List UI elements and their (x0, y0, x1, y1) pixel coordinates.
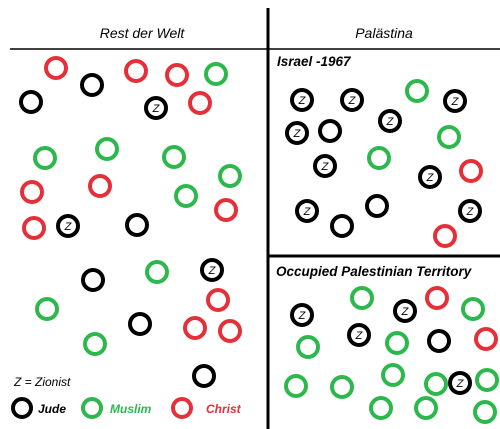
israel-zionist-marker: Z (451, 96, 460, 108)
israel-zionist-circle (340, 88, 364, 112)
rest-muslim-circle (35, 297, 59, 321)
opt-muslim-circle (369, 396, 393, 420)
israel-christ-circle (459, 159, 483, 183)
opt-muslim-circle (475, 368, 499, 392)
rest-muslim-circle (218, 164, 242, 188)
israel-zionist-marker: Z (293, 128, 302, 140)
rest-muslim-circle (33, 146, 57, 170)
rest-christ-circle (44, 56, 68, 80)
opt-jude-circle (427, 329, 451, 353)
opt-zionist-marker: Z (355, 330, 364, 342)
israel-zionist-circle (285, 121, 309, 145)
opt-zionist-circle (290, 303, 314, 327)
opt-muslim-circle (414, 396, 438, 420)
rest-christ-circle (124, 59, 148, 83)
header-israel: Israel -1967 (277, 54, 352, 69)
population-circles: Z Z Z Z Z Z Z Z Z Z Z Z Z Z Z Z (19, 56, 499, 424)
rest-jude-circle (192, 364, 216, 388)
rest-muslim-circle (204, 62, 228, 86)
rest-christ-circle (206, 288, 230, 312)
opt-muslim-circle (461, 297, 485, 321)
rest-christ-circle (22, 216, 46, 240)
israel-zionist-marker: Z (348, 95, 357, 107)
header-rest-der-welt: Rest der Welt (100, 25, 186, 41)
rest-jude-circle (128, 312, 152, 336)
israel-jude-circle (365, 194, 389, 218)
rest-muslim-circle (145, 260, 169, 284)
legend-christ-circle (171, 397, 193, 419)
israel-christ-circle (433, 224, 457, 248)
israel-jude-circle (318, 119, 342, 143)
rest-muslim-circle (95, 137, 119, 161)
israel-zionist-marker: Z (321, 161, 330, 173)
opt-muslim-circle (284, 374, 308, 398)
israel-muslim-circle (405, 79, 429, 103)
legend: Z = Zionist Jude Muslim Christ (11, 375, 242, 419)
israel-zionist-circle (378, 109, 402, 133)
israel-zionist-circle (295, 199, 319, 223)
israel-zionist-circle (290, 88, 314, 112)
rest-zionist-circle (144, 96, 168, 120)
israel-zionist-marker: Z (466, 206, 475, 218)
opt-muslim-circle (424, 372, 448, 396)
opt-muslim-circle (296, 335, 320, 359)
opt-muslim-circle (385, 331, 409, 355)
israel-jude-circle (330, 214, 354, 238)
opt-zionist-marker: Z (401, 306, 410, 318)
israel-zionist-marker: Z (303, 206, 312, 218)
rest-christ-circle (183, 316, 207, 340)
opt-muslim-circle (473, 400, 497, 424)
rest-zionist-marker: Z (152, 103, 161, 115)
israel-zionist-marker: Z (386, 116, 395, 128)
israel-zionist-circle (418, 165, 442, 189)
opt-muslim-circle (350, 286, 374, 310)
legend-muslim-label: Muslim (110, 402, 152, 416)
legend-christ-label: Christ (206, 402, 242, 416)
legend-jude-circle (11, 397, 33, 419)
israel-zionist-circle (443, 89, 467, 113)
rest-zionist-circle (56, 214, 80, 238)
header-opt: Occupied Palestinian Territory (276, 264, 473, 279)
rest-muslim-circle (174, 184, 198, 208)
rest-muslim-circle (162, 145, 186, 169)
rest-jude-circle (80, 73, 104, 97)
opt-zionist-marker: Z (456, 378, 465, 390)
opt-christ-circle (474, 327, 498, 351)
israel-zionist-marker: Z (298, 95, 307, 107)
rest-jude-circle (81, 268, 105, 292)
rest-zionist-marker: Z (64, 221, 73, 233)
legend-jude-label: Jude (38, 402, 66, 416)
israel-zionist-circle (313, 154, 337, 178)
legend-zionist: Z = Zionist (13, 375, 71, 389)
opt-christ-circle (425, 286, 449, 310)
opt-muslim-circle (381, 363, 405, 387)
opt-zionist-circle (448, 371, 472, 395)
rest-zionist-circle (200, 258, 224, 282)
opt-zionist-circle (347, 323, 371, 347)
israel-zionist-circle (458, 199, 482, 223)
israel-zionist-marker: Z (426, 172, 435, 184)
rest-christ-circle (188, 91, 212, 115)
opt-zionist-marker: Z (298, 310, 307, 322)
rest-zionist-marker: Z (208, 265, 217, 277)
legend-muslim-circle (81, 397, 103, 419)
rest-christ-circle (88, 174, 112, 198)
rest-christ-circle (165, 63, 189, 87)
israel-muslim-circle (367, 146, 391, 170)
rest-jude-circle (125, 213, 149, 237)
opt-zionist-circle (393, 299, 417, 323)
rest-jude-circle (19, 90, 43, 114)
header-palaestina: Palästina (355, 25, 413, 41)
rest-christ-circle (20, 180, 44, 204)
opt-muslim-circle (330, 375, 354, 399)
rest-christ-circle (214, 198, 238, 222)
israel-muslim-circle (437, 125, 461, 149)
rest-muslim-circle (83, 332, 107, 356)
rest-christ-circle (218, 319, 242, 343)
